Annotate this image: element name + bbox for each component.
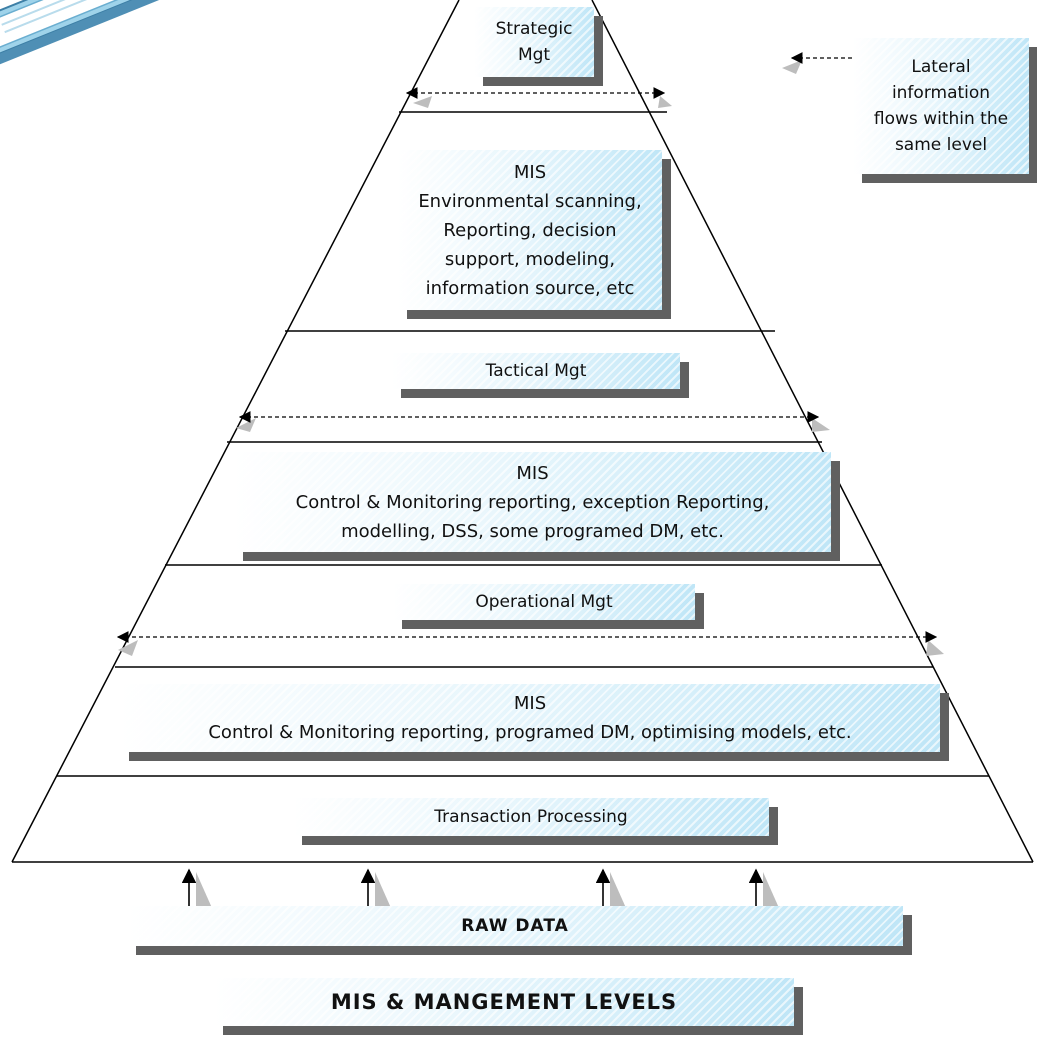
mis-text-line: support, modeling, bbox=[444, 248, 616, 270]
raw-data-box: RAW DATA bbox=[127, 906, 903, 946]
up-arrow-shadows bbox=[196, 872, 779, 908]
tactical-mgt-label: Tactical Mgt bbox=[485, 361, 587, 381]
mis-tactical-box: MIS Control & Monitoring reporting, exce… bbox=[234, 452, 831, 552]
legend-text-line: information bbox=[891, 83, 991, 103]
operational-mgt-box: Operational Mgt bbox=[393, 584, 695, 620]
mis-text-line: Reporting, decision bbox=[443, 219, 617, 241]
mis-text-line: information source, etc bbox=[425, 277, 635, 299]
strategic-mgt-box: Strategic Mgt bbox=[474, 7, 594, 77]
strategic-mgt-label: Strategic bbox=[495, 19, 573, 39]
mis-text-line: Environmental scanning, bbox=[418, 190, 642, 212]
transaction-processing-label: Transaction Processing bbox=[434, 807, 628, 827]
mis-text-line: Control & Monitoring reporting, exceptio… bbox=[295, 491, 770, 513]
legend-text-line: flows within the bbox=[873, 109, 1009, 129]
mis-text-line: modelling, DSS, some programed DM, etc. bbox=[341, 520, 724, 542]
mis-text-line: Control & Monitoring reporting, programe… bbox=[208, 722, 852, 743]
book-icon bbox=[0, 0, 183, 66]
lateral-flow-legend-box: Lateral information flows within the sam… bbox=[853, 38, 1029, 174]
legend-text-line: same level bbox=[894, 135, 988, 155]
tactical-mgt-box: Tactical Mgt bbox=[392, 353, 680, 389]
pyramid-left-edge bbox=[11, 0, 460, 863]
mis-heading: MIS bbox=[513, 161, 547, 183]
mis-strategic-box: MIS Environmental scanning, Reporting, d… bbox=[398, 150, 662, 310]
transaction-processing-box: Transaction Processing bbox=[293, 798, 769, 836]
mis-heading: MIS bbox=[516, 462, 549, 484]
mis-operational-box: MIS Control & Monitoring reporting, prog… bbox=[120, 684, 940, 752]
raw-data-label: RAW DATA bbox=[461, 916, 569, 936]
legend-text-line: Lateral bbox=[911, 57, 971, 77]
mis-heading: MIS bbox=[513, 693, 547, 714]
strategic-mgt-label: Mgt bbox=[517, 45, 551, 65]
operational-mgt-label: Operational Mgt bbox=[475, 592, 613, 612]
diagram-title: MIS & MANGEMENT LEVELS bbox=[330, 990, 678, 1014]
diagram-title-box: MIS & MANGEMENT LEVELS bbox=[214, 978, 794, 1026]
pyramid-outline bbox=[11, 0, 1034, 863]
